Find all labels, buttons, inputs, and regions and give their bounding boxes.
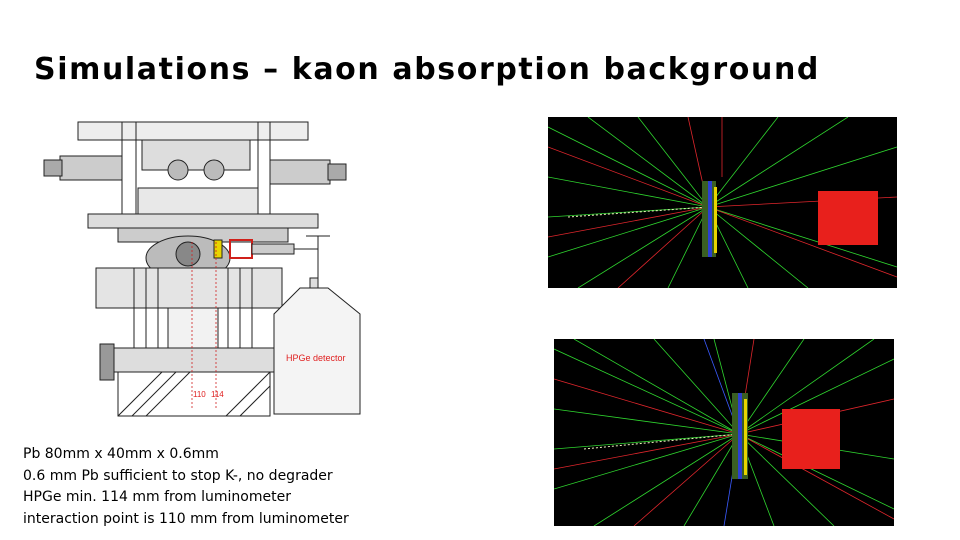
note-line: HPGe min. 114 mm from luminometer (23, 489, 291, 505)
notes-block: Pb 80mm x 40mm x 0.6mm 0.6 mm Pb suffici… (23, 444, 349, 530)
note-line: 0.6 mm Pb sufficient to stop K-, no degr… (23, 467, 333, 484)
simulation-view-1 (548, 117, 897, 288)
slide-title: Simulations – kaon absorption background (34, 52, 820, 87)
simulation-tracks-2 (554, 339, 894, 526)
setup-diagram: HPGe detector 110 114 (43, 121, 361, 417)
simulation-view-2 (554, 339, 894, 526)
note-line: interaction point is 110 mm from luminom… (23, 510, 349, 527)
simulation-tracks-1 (548, 117, 897, 288)
note-line: Pb 80mm x 40mm x 0.6mm (23, 446, 219, 462)
dimension-label-114: 114 (211, 390, 224, 399)
dimension-label-110: 110 (193, 390, 206, 399)
hpge-detector-label: HPGe detector (286, 353, 346, 363)
